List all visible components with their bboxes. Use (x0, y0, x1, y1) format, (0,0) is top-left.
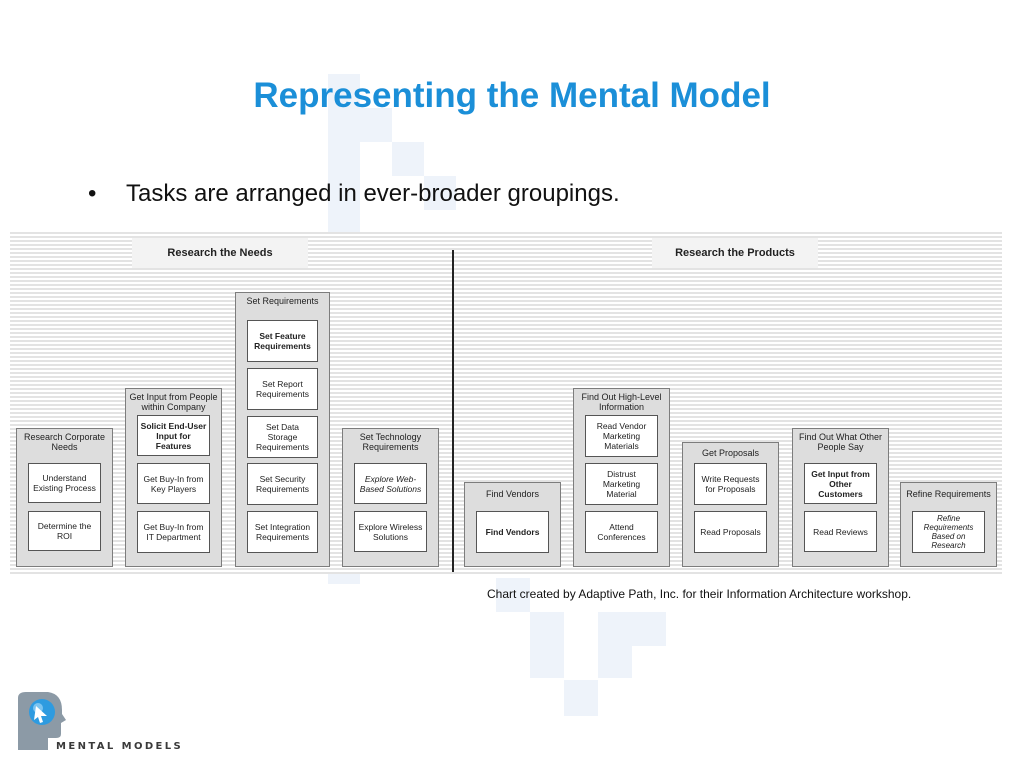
task-box: Write Requests for Proposals (694, 463, 767, 505)
task-box: Find Vendors (476, 511, 549, 553)
task-box: Set Report Requirements (247, 368, 318, 410)
task-box: Understand Existing Process (28, 463, 101, 503)
task-box: Refine Requirements Based on Research (912, 511, 985, 553)
group-what-other-people-say: Find Out What Other People Say Get Input… (792, 428, 889, 567)
task-box: Read Reviews (804, 511, 877, 552)
background-decoration (360, 108, 392, 142)
background-decoration (496, 578, 530, 612)
task-box: Determine the ROI (28, 511, 101, 551)
task-box: Get Buy-In from IT Department (137, 511, 210, 553)
task-box: Distrust Marketing Material (585, 463, 658, 505)
task-box: Explore Wireless Solutions (354, 511, 427, 552)
background-decoration (564, 680, 598, 716)
task-box: Get Input from Other Customers (804, 463, 877, 504)
task-box: Get Buy-In from Key Players (137, 463, 210, 504)
section-divider (452, 250, 454, 572)
group-high-level-information: Find Out High-Level Information Read Ven… (573, 388, 670, 567)
slide-title: Representing the Mental Model (253, 76, 771, 115)
group-set-requirements: Set Requirements Set Feature Requirement… (235, 292, 330, 567)
task-box: Set Integration Requirements (247, 511, 318, 553)
group-title: Find Vendors (485, 489, 540, 499)
group-title: Set Requirements (246, 296, 319, 306)
logo-text: MENTAL MODELS (56, 741, 184, 752)
group-find-vendors: Find Vendors Find Vendors (464, 482, 561, 567)
task-box: Explore Web-Based Solutions (354, 463, 427, 504)
group-research-corporate-needs: Research Corporate Needs Understand Exis… (16, 428, 113, 567)
mental-models-logo (14, 692, 66, 759)
mental-model-diagram: Research the Needs Research the Products… (10, 232, 1002, 574)
section-header-research-needs: Research the Needs (132, 238, 308, 268)
group-set-technology-requirements: Set Technology Requirements Explore Web-… (342, 428, 439, 567)
background-decoration (530, 612, 564, 678)
task-box: Attend Conferences (585, 511, 658, 553)
group-get-input-people: Get Input from People within Company Sol… (125, 388, 222, 567)
bullet-point: • Tasks are arranged in ever-broader grou… (88, 180, 620, 208)
group-get-proposals: Get Proposals Write Requests for Proposa… (682, 442, 779, 567)
task-box: Set Security Requirements (247, 463, 318, 505)
section-header-research-products: Research the Products (652, 238, 818, 268)
group-title: Research Corporate Needs (23, 432, 106, 452)
background-decoration (598, 612, 632, 678)
background-decoration (424, 176, 456, 210)
task-box: Read Vendor Marketing Materials (585, 415, 658, 457)
bullet-icon: • (88, 180, 97, 207)
group-title: Refine Requirements (906, 489, 991, 499)
task-box: Read Proposals (694, 511, 767, 553)
group-refine-requirements: Refine Requirements Refine Requirements … (900, 482, 997, 567)
task-box: Set Feature Requirements (247, 320, 318, 362)
background-decoration (392, 142, 424, 176)
background-decoration (632, 612, 666, 646)
group-title: Get Input from People within Company (129, 392, 218, 412)
bullet-text: Tasks are arranged in ever-broader group… (126, 180, 620, 207)
group-title: Get Proposals (701, 448, 760, 458)
chart-caption: Chart created by Adaptive Path, Inc. for… (487, 587, 912, 601)
group-title: Set Technology Requirements (359, 432, 422, 452)
group-title: Find Out What Other People Say (798, 432, 883, 452)
head-logo-icon (18, 692, 66, 750)
task-box: Set Data Storage Requirements (247, 416, 318, 458)
task-box: Solicit End-User Input for Features (137, 415, 210, 456)
group-title: Find Out High-Level Information (581, 392, 662, 412)
